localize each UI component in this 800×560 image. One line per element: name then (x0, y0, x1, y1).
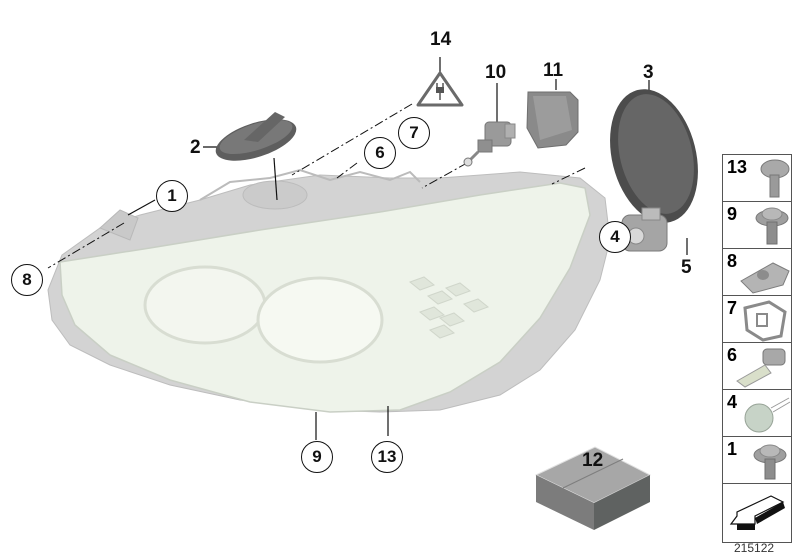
repair-kit-box (534, 446, 652, 530)
arrow-down-left-icon (729, 495, 785, 530)
h7-bulb-icon (736, 348, 786, 388)
callout-2[interactable]: 2 (190, 137, 201, 158)
callout-13[interactable]: 13 (371, 441, 403, 473)
callout-1[interactable]: 1 (156, 180, 188, 212)
round-cover-cap (610, 89, 698, 223)
round-bulb-icon (744, 397, 791, 433)
legend-item-6[interactable]: 6 (723, 343, 791, 390)
callout-7[interactable]: 7 (398, 117, 430, 149)
legend-label: 8 (727, 251, 738, 271)
speed-nut-icon (740, 262, 790, 294)
oval-cover-cap (215, 112, 297, 161)
screw-with-washer-icon (753, 444, 787, 480)
legend-label: 4 (727, 392, 738, 412)
flange-screw-icon (760, 159, 790, 198)
control-unit-module (526, 91, 579, 149)
callout-14[interactable]: 14 (430, 29, 452, 50)
callout-8[interactable]: 8 (11, 264, 43, 296)
legend-item-8[interactable]: 8 (723, 249, 791, 296)
parts-legend-panel: 13 9 8 7 6 4 (722, 154, 792, 543)
callout-4[interactable]: 4 (599, 221, 631, 253)
legend-label: 1 (727, 439, 738, 459)
bulb-holder-clip-icon (743, 300, 787, 342)
callout-6[interactable]: 6 (364, 137, 396, 169)
legend-label: 7 (727, 298, 738, 318)
legend-item-1[interactable]: 1 (723, 437, 791, 484)
callout-9[interactable]: 9 (301, 441, 333, 473)
direction-arrow-button[interactable] (723, 484, 791, 542)
legend-item-7[interactable]: 7 (723, 296, 791, 343)
headlight-lens (59, 182, 591, 413)
callout-11[interactable]: 11 (543, 60, 564, 81)
callout-5[interactable]: 5 (681, 257, 692, 278)
headlight-range-actuator (463, 121, 516, 167)
screw-with-washer-icon (755, 207, 789, 245)
callout-3[interactable]: 3 (643, 62, 654, 83)
legend-item-13[interactable]: 13 (723, 155, 791, 202)
legend-item-9[interactable]: 9 (723, 202, 791, 249)
legend-label: 13 (727, 157, 748, 177)
callout-12[interactable]: 12 (582, 450, 604, 471)
callout-10[interactable]: 10 (485, 62, 507, 83)
diagram-reference-id: 215122 (734, 541, 775, 555)
legend-item-4[interactable]: 4 (723, 390, 791, 437)
legend-label: 6 (727, 345, 738, 365)
plug-warning-triangle-icon (416, 71, 464, 107)
dash-dot-leaders (47, 103, 586, 269)
legend-label: 9 (727, 204, 738, 224)
